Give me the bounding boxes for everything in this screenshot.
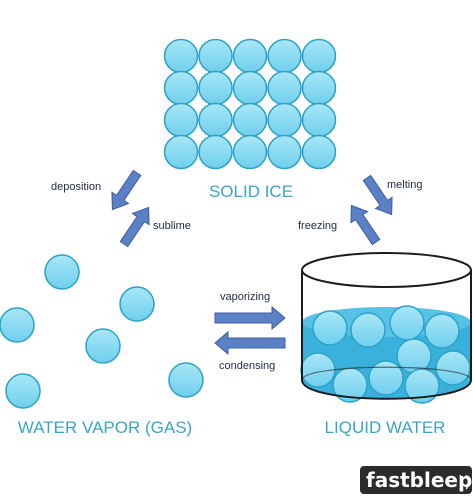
melting-label: melting	[387, 179, 422, 191]
water-vapor-label: WATER VAPOR (GAS)	[18, 418, 192, 437]
ice-particle-icon	[301, 134, 337, 170]
vaporizing-label: vaporizing	[220, 291, 270, 303]
brand-name: fastbleep	[366, 468, 472, 492]
ice-particle-icon	[267, 70, 302, 106]
ice-particle-icon	[301, 70, 337, 106]
condensing-label: condensing	[219, 360, 275, 372]
ice-particle-icon	[198, 102, 233, 138]
ice-particle-icon	[301, 102, 337, 138]
ice-particle-icon	[232, 102, 268, 138]
arrow-icon	[214, 305, 286, 331]
ice-particle-icon	[267, 134, 302, 170]
water-particle-icon	[312, 310, 348, 346]
ice-particle-icon	[198, 134, 233, 170]
water-particle-icon	[389, 305, 425, 341]
deposition-arrow	[111, 169, 142, 211]
water-particles	[300, 305, 471, 404]
freezing-arrow	[350, 204, 381, 246]
melting-arrow	[362, 174, 393, 216]
ice-particle-icon	[163, 102, 199, 138]
water-particle-icon	[424, 313, 460, 349]
vaporizing-arrow	[214, 305, 286, 331]
solid-ice-label: SOLID ICE	[209, 182, 293, 201]
liquid-water-container	[300, 252, 472, 404]
ice-particle-icon	[198, 70, 233, 106]
water-particle-icon	[404, 368, 440, 404]
water-particle-icon	[435, 350, 471, 386]
signal-icon: ))	[458, 472, 470, 491]
vapor-particle-icon	[0, 307, 35, 343]
arrow-icon	[119, 206, 150, 248]
vapor-particle-icon	[44, 254, 80, 290]
ice-particle-icon	[232, 70, 268, 106]
water-particle-icon	[350, 312, 386, 348]
ice-particle-icon	[163, 70, 199, 106]
deposition-label: deposition	[51, 181, 101, 193]
ice-particle-icon	[198, 38, 233, 74]
vapor-particle-icon	[85, 328, 121, 364]
ice-particle-icon	[301, 38, 337, 74]
arrow-icon	[362, 174, 393, 216]
ice-particle-icon	[267, 38, 302, 74]
ice-particle-icon	[267, 102, 302, 138]
liquid-water-label: LIQUID WATER	[325, 418, 446, 437]
ice-particle-icon	[232, 134, 268, 170]
ice-particle-icon	[163, 38, 199, 74]
arrow-icon	[214, 330, 286, 356]
fastbleep-logo: fastbleep ))	[360, 466, 472, 494]
vapor-particle-icon	[119, 286, 155, 322]
water-vapor-particles	[0, 254, 204, 409]
vapor-particle-icon	[168, 362, 204, 398]
arrow-icon	[350, 204, 381, 246]
container-icon	[301, 252, 472, 400]
arrow-icon	[111, 169, 142, 211]
solid-ice-grid	[163, 38, 337, 170]
condensing-arrow	[214, 330, 286, 356]
sublime-arrow	[119, 206, 150, 248]
ice-particle-icon	[232, 38, 268, 74]
ice-particle-icon	[163, 134, 199, 170]
vapor-particle-icon	[5, 373, 41, 409]
water-particle-icon	[368, 360, 404, 396]
sublime-label: sublime	[153, 220, 191, 232]
freezing-label: freezing	[298, 220, 337, 232]
